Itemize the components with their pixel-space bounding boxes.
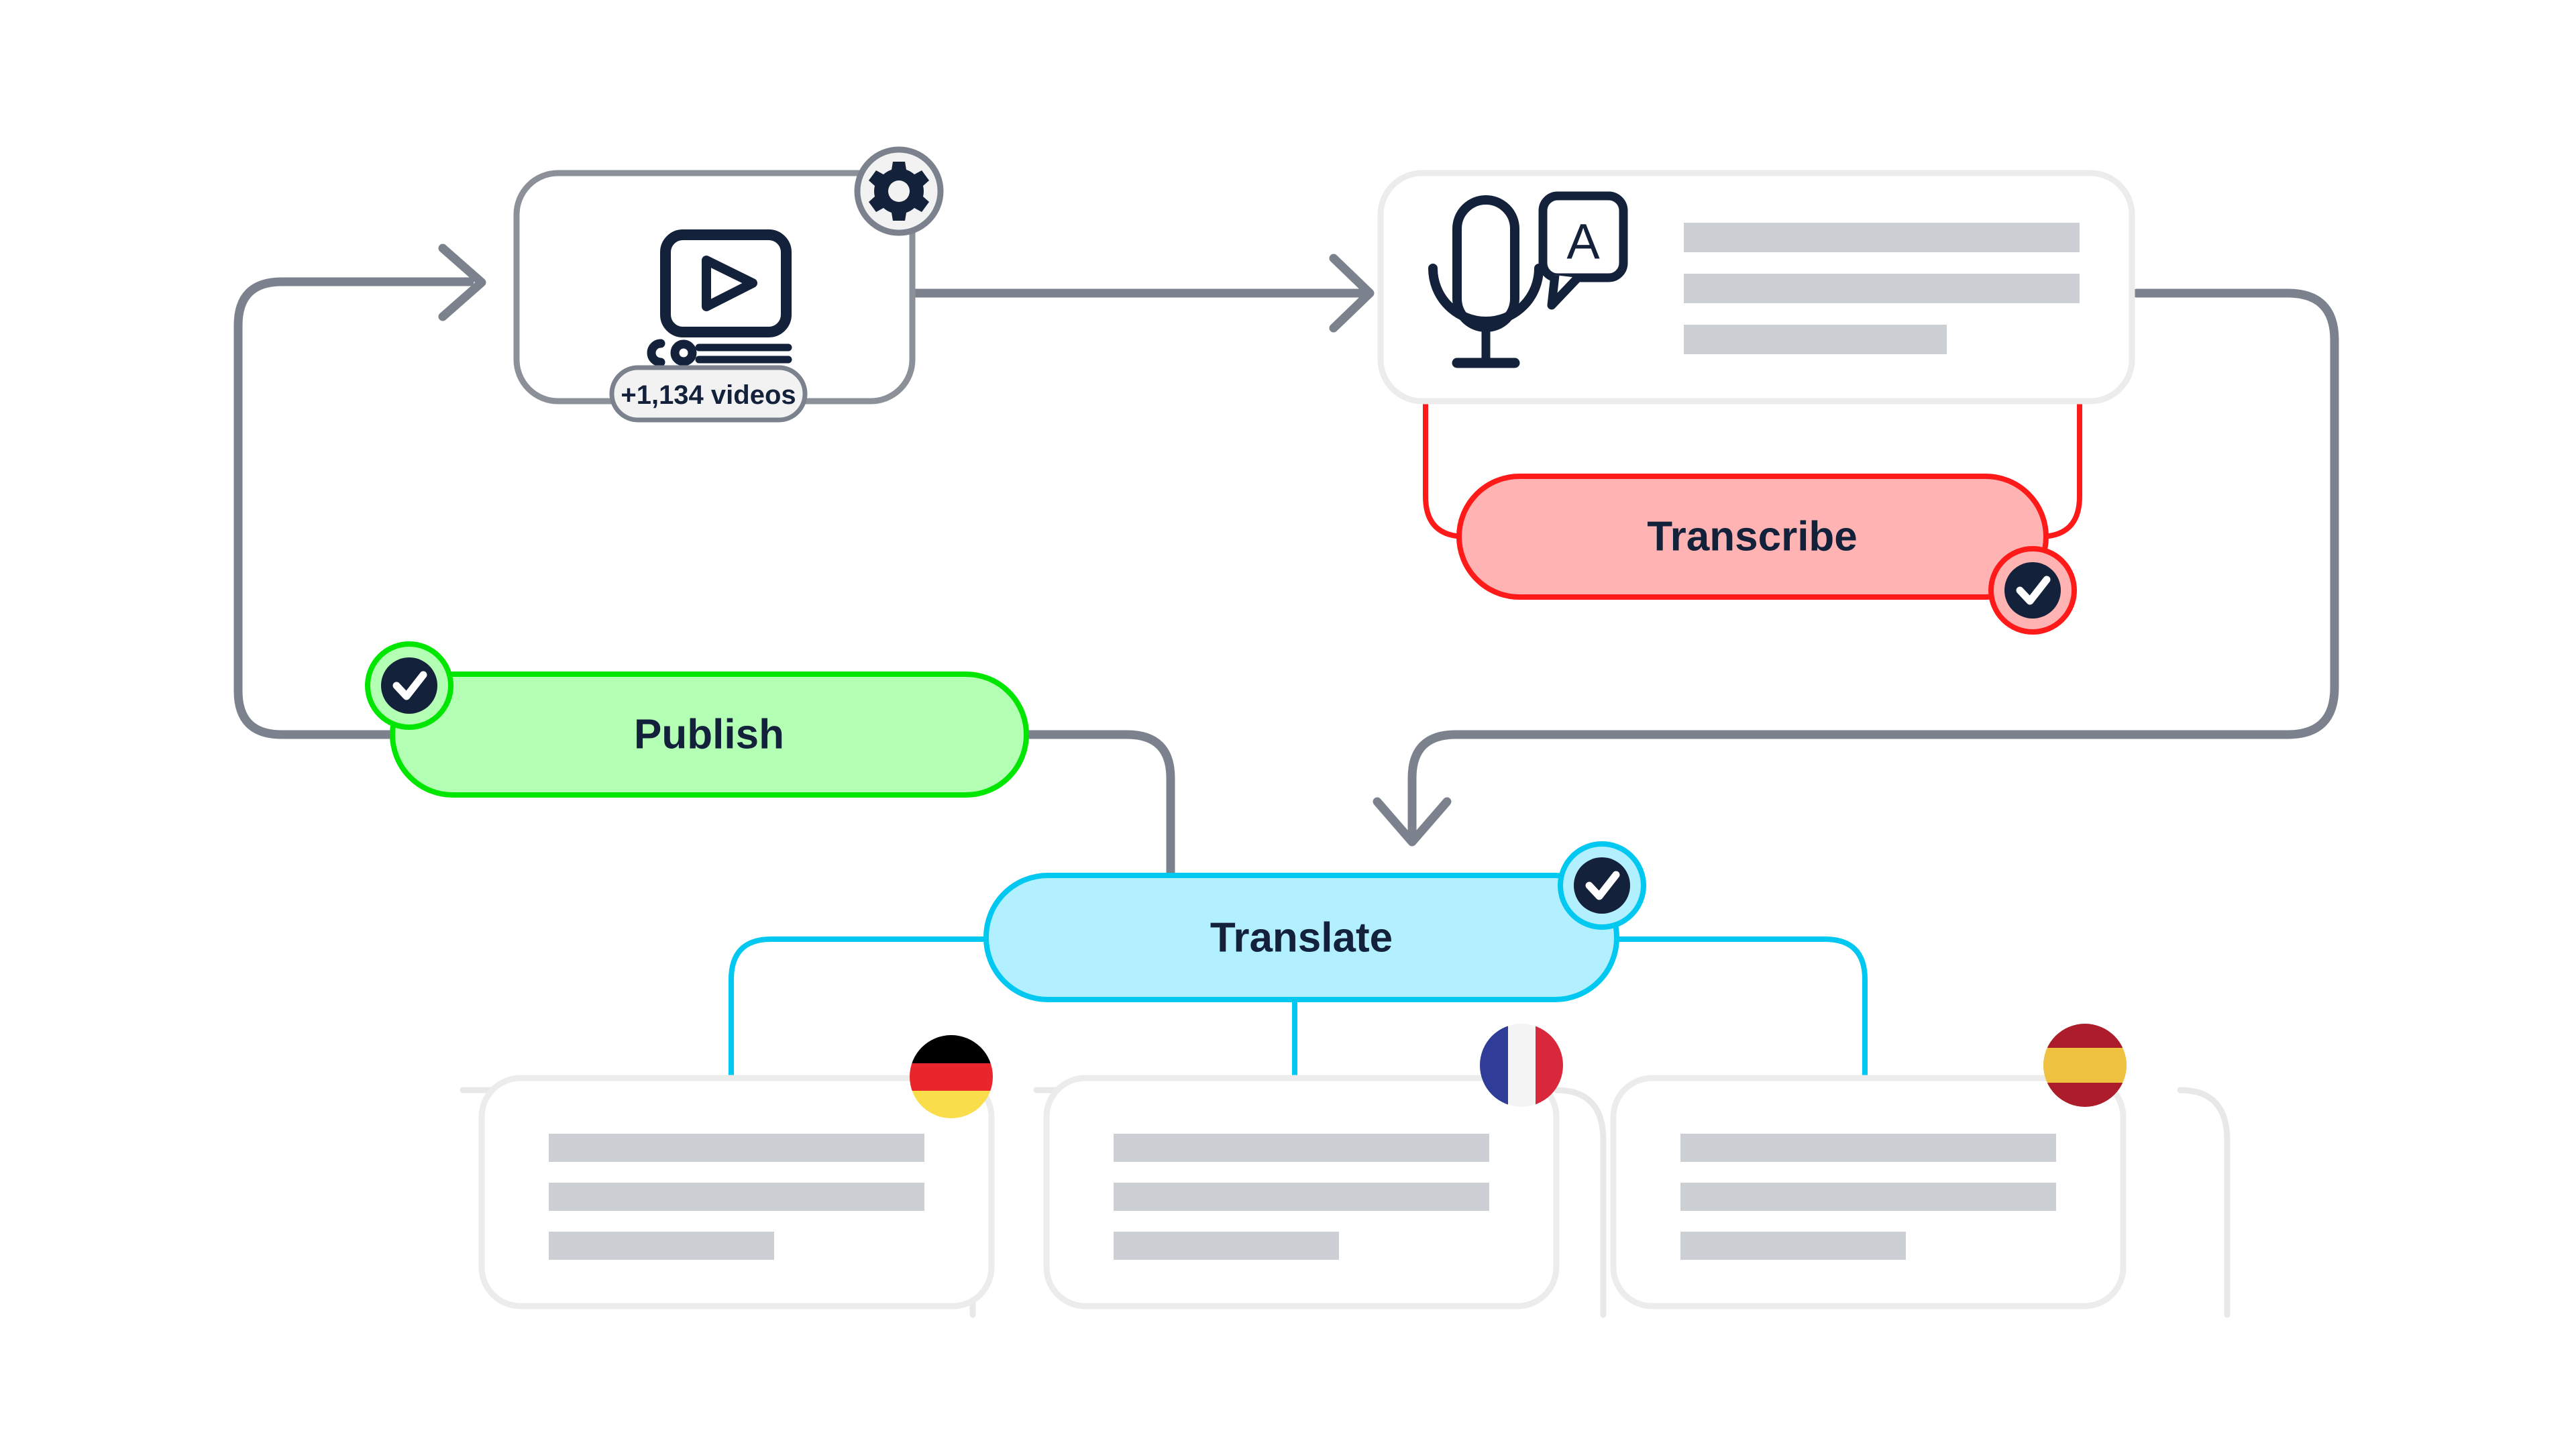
arrowhead-into-transcript bbox=[1329, 254, 1375, 333]
check-circle-icon[interactable] bbox=[1988, 546, 2077, 635]
connector-publish-to-source bbox=[233, 277, 474, 739]
transcript-bar bbox=[1684, 274, 2080, 303]
check-circle-icon[interactable] bbox=[1558, 841, 1646, 930]
transcript-card[interactable]: A bbox=[1377, 170, 2135, 405]
flag-es-icon bbox=[2043, 1024, 2127, 1107]
connector-transcript-to-translate bbox=[1407, 288, 2339, 840]
output-bar bbox=[1114, 1183, 1489, 1211]
connector-translate-to-output-de bbox=[729, 936, 989, 1083]
publish-label: Publish bbox=[634, 712, 784, 758]
translate-label: Translate bbox=[1210, 915, 1393, 961]
publish-step[interactable]: Publish bbox=[365, 641, 1029, 798]
output-bar bbox=[1114, 1134, 1489, 1162]
video-count-label: +1,134 videos bbox=[621, 380, 796, 410]
output-card-fr[interactable] bbox=[1043, 1024, 1563, 1309]
transcribe-pill-body bbox=[1456, 474, 2049, 600]
output-card-es[interactable] bbox=[1610, 1024, 2127, 1309]
decor-curve-fr bbox=[1553, 1087, 1607, 1318]
output-bar bbox=[549, 1183, 924, 1211]
output-bar bbox=[1680, 1134, 2056, 1162]
translate-pill-body bbox=[983, 873, 1619, 1002]
flag-fr-icon bbox=[1480, 1024, 1563, 1107]
svg-text:A: A bbox=[1566, 214, 1600, 270]
transcript-bar bbox=[1684, 223, 2080, 252]
check-circle-icon[interactable] bbox=[365, 641, 453, 730]
source-video-card[interactable]: +1,134 videos bbox=[513, 146, 944, 423]
output-bar bbox=[1680, 1183, 2056, 1211]
transcribe-step[interactable]: Transcribe bbox=[1456, 474, 2077, 635]
gear-icon[interactable] bbox=[854, 146, 944, 236]
video-play-icon bbox=[647, 229, 792, 367]
output-bar bbox=[549, 1134, 924, 1162]
arrowhead-into-translate bbox=[1373, 797, 1452, 847]
output-bar bbox=[1680, 1232, 1906, 1260]
transcript-bar bbox=[1684, 325, 1947, 354]
publish-pill-body bbox=[390, 672, 1029, 798]
output-bar bbox=[1114, 1232, 1339, 1260]
translate-step[interactable]: Translate bbox=[983, 841, 1646, 1002]
transcribe-label: Transcribe bbox=[1647, 514, 1858, 560]
arrowhead-into-source bbox=[438, 244, 486, 321]
output-card-de[interactable] bbox=[478, 1035, 995, 1309]
connector-translate-to-output-es bbox=[1607, 936, 1868, 1083]
video-count-chip[interactable]: +1,134 videos bbox=[609, 365, 808, 423]
flag-de-icon bbox=[910, 1035, 993, 1118]
decor-curve-es bbox=[2177, 1087, 2231, 1318]
output-bar bbox=[549, 1232, 774, 1260]
microphone-caption-icon: A bbox=[1428, 191, 1628, 368]
